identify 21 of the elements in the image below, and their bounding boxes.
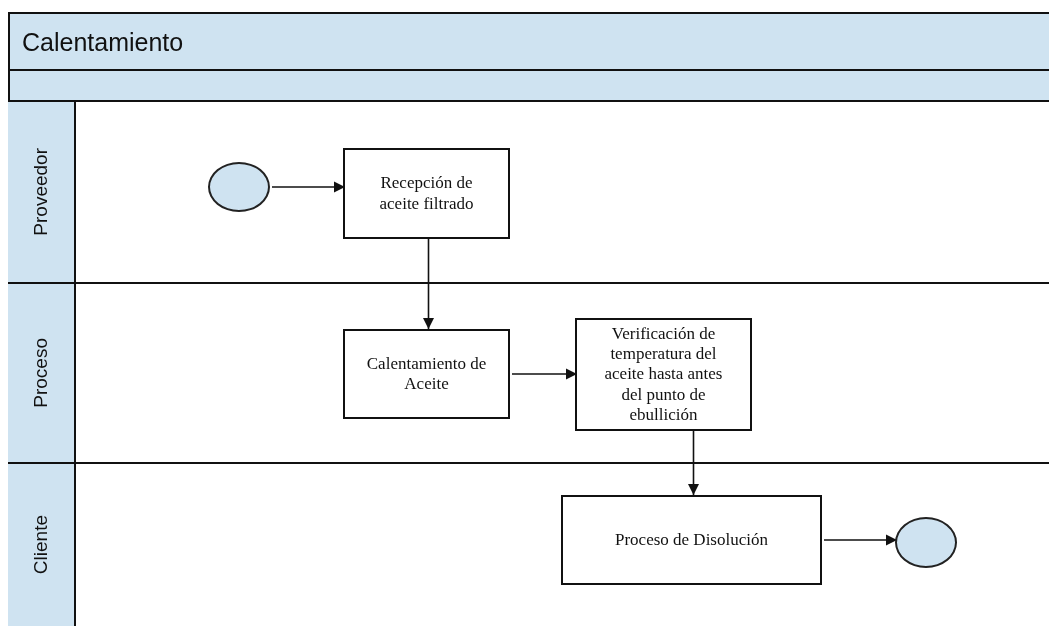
arrow xyxy=(823,534,898,546)
arrow xyxy=(271,181,346,193)
task-box xyxy=(343,148,510,239)
task-label: Recepción de aceite filtrado xyxy=(378,173,475,214)
task-box xyxy=(343,329,510,419)
swimlane xyxy=(8,100,1049,282)
lane-title: Proceso xyxy=(30,338,52,408)
pool xyxy=(8,12,1049,626)
lane-title: Proveedor xyxy=(30,148,52,236)
task-label: Proceso de Disolución xyxy=(615,529,768,551)
swimlane xyxy=(8,462,1049,626)
arrow xyxy=(687,430,700,496)
task-box xyxy=(561,495,822,585)
arrow xyxy=(422,238,435,330)
arrow xyxy=(511,368,578,380)
swimlane xyxy=(8,282,1049,462)
pool-title: Calentamiento xyxy=(22,28,184,57)
lane-title: Cliente xyxy=(30,515,52,575)
task-box xyxy=(575,318,752,431)
task-label: Verificación de temperatura del aceite hasta antes del punto de ebullición xyxy=(603,323,724,426)
task-label: Calentamiento de Aceite xyxy=(365,353,488,395)
